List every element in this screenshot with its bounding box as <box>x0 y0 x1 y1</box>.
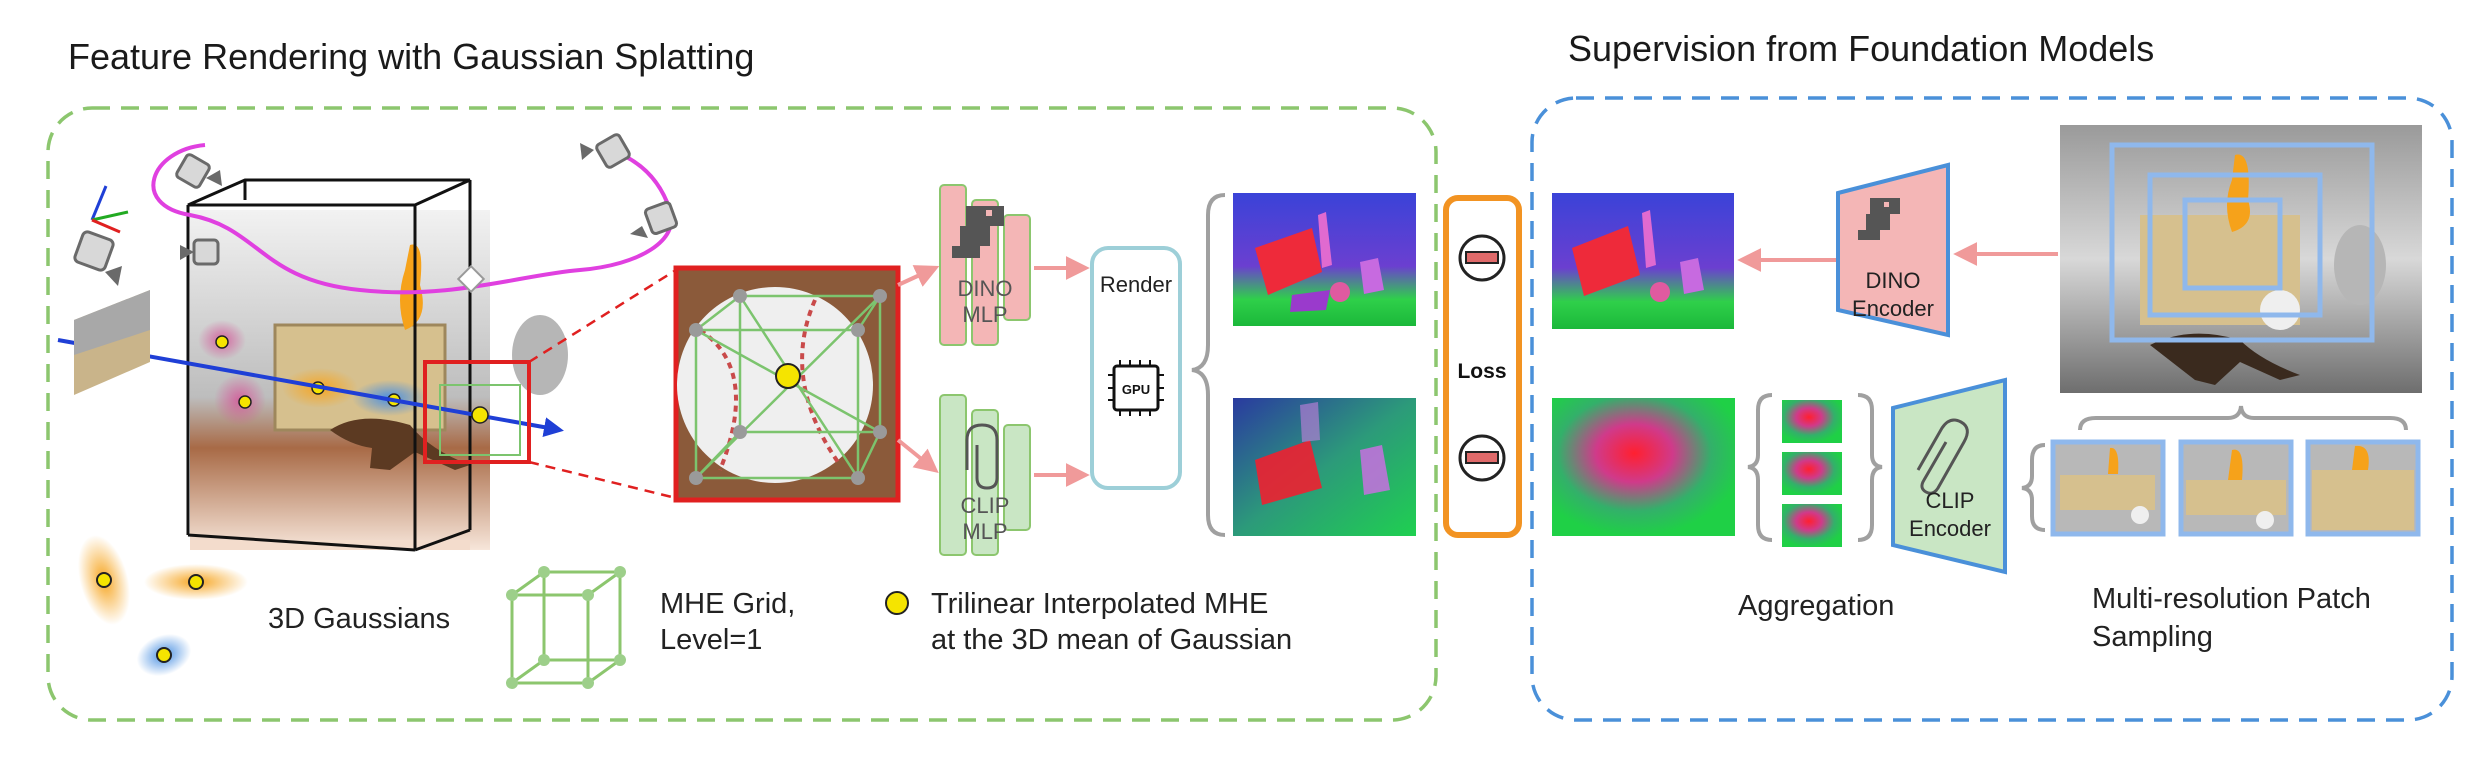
clip-mlp <box>939 394 1031 556</box>
dino-mlp <box>939 184 1031 346</box>
svg-text:GPU: GPU <box>1122 382 1150 397</box>
legend-mhe-grid-label: MHE Grid, Level=1 <box>660 588 796 656</box>
legend-gaussians-label: 3D Gaussians <box>268 603 451 635</box>
axes-icon <box>90 185 129 234</box>
camera-diamond-icon <box>456 264 486 294</box>
clip-patch-feature <box>1782 452 1842 495</box>
toy-cat <box>512 315 568 395</box>
clip-aggregated-feature-map <box>1552 398 1735 536</box>
aggregation-label: Aggregation <box>1738 590 1895 622</box>
sampled-patch <box>2305 439 2421 537</box>
toy-dinosaur <box>330 418 470 470</box>
dino-icon <box>1858 198 1900 240</box>
render-label: Render <box>1100 272 1172 297</box>
render-output-brace <box>1191 193 1226 537</box>
right-panel-border <box>1530 96 2454 722</box>
rendered-dino-feature-map <box>1233 193 1416 326</box>
patch-sampling-label: Multi-resolution Patch Sampling <box>2092 583 2371 653</box>
zoom-highlight-box <box>423 360 531 464</box>
sampled-patch <box>2050 439 2166 537</box>
interpolated-point <box>775 363 801 389</box>
paperclip-icon <box>1916 418 1969 495</box>
dino-encoder <box>1836 162 1950 338</box>
gpu-icon: GPU <box>1108 360 1164 416</box>
left-panel-title: Feature Rendering with Gaussian Splattin… <box>68 36 755 77</box>
legend-gaussians-icon <box>77 535 248 677</box>
input-view-image <box>74 290 150 395</box>
loss-label: Loss <box>1457 360 1506 383</box>
clip-patch-feature <box>1782 400 1842 443</box>
source-photo <box>2060 125 2422 393</box>
rendered-clip-feature-map <box>1233 398 1416 536</box>
right-panel-title: Supervision from Foundation Models <box>1568 28 2155 69</box>
patch-box-medium <box>2147 172 2323 318</box>
legend-mhe-grid-icon <box>506 566 626 689</box>
toy-chicken <box>400 244 423 330</box>
paperclip-icon <box>965 423 999 490</box>
scene-cube <box>186 178 472 552</box>
clip-encoder <box>1891 377 2007 575</box>
patch-box-large <box>2109 142 2375 343</box>
camera-icon <box>180 238 220 266</box>
minus-icon <box>1458 434 1506 482</box>
camera-icon <box>175 153 222 189</box>
baseball <box>677 287 873 483</box>
sampled-patch <box>2178 439 2294 537</box>
clip-patch-feature <box>1782 504 1842 547</box>
patch-box-small <box>2182 197 2283 291</box>
legend-interpolated-point-icon <box>885 591 909 615</box>
dino-icon <box>952 206 1004 258</box>
camera-icon <box>73 230 122 286</box>
zoomed-cell <box>673 265 901 503</box>
minus-icon <box>1458 234 1506 282</box>
scene-3d <box>57 133 679 552</box>
camera-icon <box>580 133 631 169</box>
dino-target-feature-map <box>1552 193 1734 329</box>
legend-trilinear-label: Trilinear Interpolated MHE at the 3D mea… <box>931 588 1293 656</box>
camera-icon <box>630 200 679 238</box>
left-panel-border <box>46 106 1438 722</box>
